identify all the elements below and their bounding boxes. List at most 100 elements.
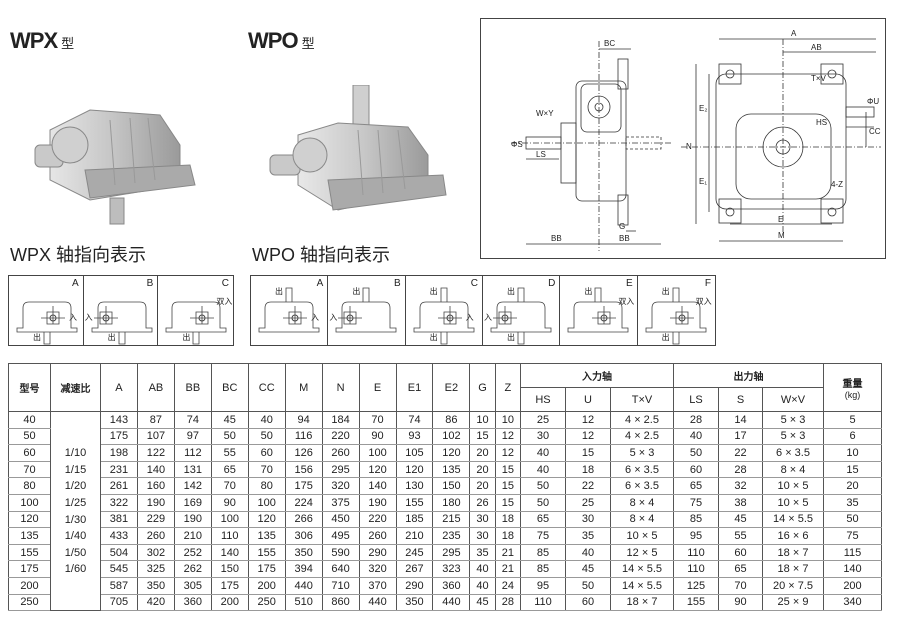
value-cell: 295 — [321, 461, 360, 479]
direction-letter: A — [72, 278, 79, 289]
gearbox-outline-icon — [645, 287, 707, 345]
value-cell: 130 — [395, 477, 434, 495]
value-cell: 5 × 3 — [762, 428, 824, 446]
label-bc: BC — [604, 39, 615, 48]
value-cell: 190 — [358, 494, 397, 512]
value-cell: 40 — [247, 411, 286, 429]
value-cell: 155 — [395, 494, 434, 512]
value-cell: 198 — [100, 444, 138, 462]
header-txv: T×V — [610, 387, 674, 412]
wpo-gearbox-photo — [269, 85, 447, 211]
input-label: 双入 — [695, 297, 712, 306]
wpx-model-suffix: 型 — [61, 36, 74, 51]
value-cell: 100 — [210, 511, 249, 529]
value-cell: 235 — [432, 527, 471, 545]
value-cell: 545 — [100, 560, 138, 578]
header-e: E — [358, 363, 397, 412]
output-label: 出 — [506, 287, 515, 296]
value-cell: 231 — [100, 461, 138, 479]
value-cell: 510 — [284, 594, 323, 612]
value-cell: 35 — [823, 494, 882, 512]
value-cell: 85 — [673, 511, 719, 529]
header-bc: BC — [210, 363, 249, 412]
value-cell: 250 — [247, 594, 286, 612]
value-cell: 190 — [136, 494, 175, 512]
value-cell: 90 — [718, 594, 763, 612]
value-cell: 440 — [284, 577, 323, 595]
ratio-value: 1/15 — [64, 463, 87, 476]
value-cell: 75 — [823, 527, 882, 545]
value-cell: 22 — [718, 444, 763, 462]
value-cell: 220 — [321, 428, 360, 446]
wpx-axis-title: WPX 轴指向表示 — [10, 245, 147, 265]
gearbox-outline-icon — [165, 301, 227, 345]
output-label: 出 — [584, 287, 593, 296]
value-cell: 14 × 5.5 — [762, 511, 824, 529]
value-cell: 55 — [718, 527, 763, 545]
value-cell: 75 — [673, 494, 719, 512]
value-cell: 420 — [136, 594, 175, 612]
value-cell: 40 — [520, 444, 566, 462]
value-cell: 350 — [395, 594, 434, 612]
value-cell: 450 — [321, 511, 360, 529]
input-label: 入 — [329, 313, 338, 322]
value-cell: 394 — [284, 560, 323, 578]
value-cell: 18 — [494, 511, 522, 529]
model-cell: 60 — [8, 444, 51, 462]
value-cell: 260 — [358, 527, 397, 545]
value-cell: 110 — [673, 544, 719, 562]
header-a: A — [100, 363, 138, 412]
value-cell: 262 — [173, 560, 212, 578]
header-input-shaft: 入力轴 — [520, 363, 674, 388]
value-cell: 105 — [395, 444, 434, 462]
header-cc: CC — [247, 363, 286, 412]
value-cell: 20 — [469, 461, 496, 479]
ratio-value: 1/25 — [64, 496, 87, 509]
header-n: N — [321, 363, 360, 412]
value-cell: 50 — [673, 444, 719, 462]
value-cell: 504 — [100, 544, 138, 562]
value-cell: 22 — [565, 477, 611, 495]
ratio-value: 1/30 — [64, 513, 87, 526]
value-cell: 50 — [210, 428, 249, 446]
wpo-model-name: WPO — [248, 28, 299, 53]
gearbox-outline-icon — [490, 287, 552, 345]
header-ls: LS — [673, 387, 719, 412]
output-label: 出 — [661, 287, 670, 296]
value-cell: 12 — [494, 444, 522, 462]
value-cell: 5 × 3 — [610, 444, 674, 462]
value-cell: 60 — [673, 461, 719, 479]
value-cell: 6 × 3.5 — [610, 477, 674, 495]
value-cell: 28 — [494, 594, 522, 612]
value-cell: 40 — [565, 544, 611, 562]
input-label: 入 — [465, 313, 474, 322]
value-cell: 14 — [718, 411, 763, 429]
value-cell: 18 × 7 — [762, 560, 824, 578]
input-label: 双入 — [618, 297, 635, 306]
value-cell: 160 — [136, 477, 175, 495]
wpo-axis-title: WPO 轴指向表示 — [252, 245, 390, 265]
wpx-model-name: WPX — [10, 28, 58, 53]
value-cell: 100 — [358, 444, 397, 462]
value-cell: 180 — [432, 494, 471, 512]
model-cell: 50 — [8, 428, 51, 446]
value-cell: 20 — [823, 477, 882, 495]
value-cell: 131 — [173, 461, 212, 479]
label-e2: E₂ — [699, 104, 707, 113]
value-cell: 143 — [100, 411, 138, 429]
value-cell: 26 — [469, 494, 496, 512]
value-cell: 306 — [284, 527, 323, 545]
value-cell: 60 — [565, 594, 611, 612]
label-4z: 4-Z — [831, 180, 843, 189]
value-cell: 70 — [718, 577, 763, 595]
value-cell: 18 × 7 — [610, 594, 674, 612]
value-cell: 17 — [718, 428, 763, 446]
